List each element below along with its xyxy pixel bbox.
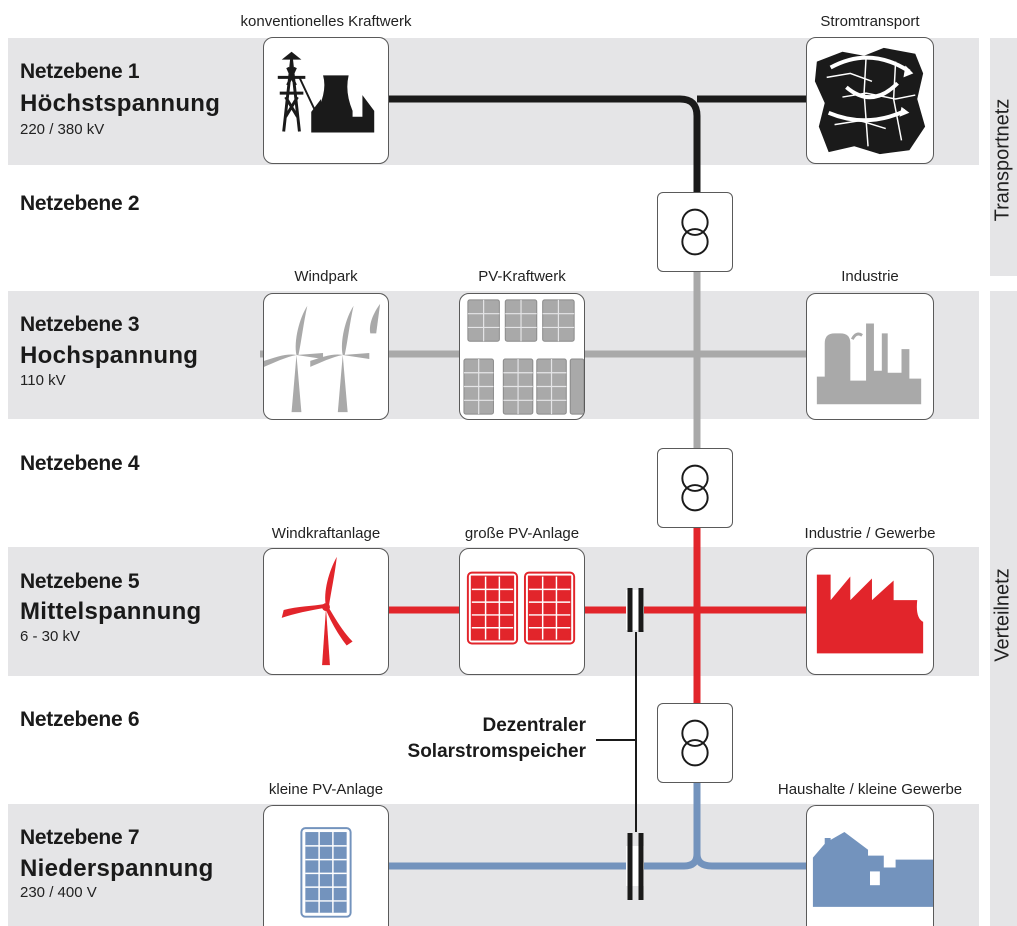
solar-panel-icon <box>300 827 352 918</box>
storage-label-line1: Dezentraler <box>482 715 587 736</box>
caption-wind-park: Windpark <box>294 268 358 285</box>
storage-symbol-lv <box>626 833 644 900</box>
households-box <box>806 805 934 926</box>
solar-farm-icon <box>463 299 584 415</box>
transport-box <box>806 37 934 164</box>
power-plant-icon <box>277 51 375 133</box>
small-pv-box <box>263 805 389 926</box>
level-3-label: Netzebene 3 <box>20 313 140 336</box>
transformer-5-7 <box>657 703 733 783</box>
factory-icon <box>816 323 922 405</box>
power-plant-box <box>263 37 389 164</box>
level-5-range: 6 - 30 kV <box>20 628 81 645</box>
caption-small-pv: kleine PV-Anlage <box>268 781 384 798</box>
level-3-range: 110 kV <box>20 372 66 389</box>
transformer-3-5 <box>657 448 733 528</box>
caption-power-plant: konventionelles Kraftwerk <box>240 13 412 30</box>
side-bar-transport <box>990 38 1017 276</box>
level-5-voltage-name: Mittelspannung <box>20 598 202 625</box>
wind-park-icon <box>264 303 381 413</box>
caption-industry: Industrie <box>841 268 899 285</box>
caption-industry-commerce: Industrie / Gewerbe <box>804 525 936 542</box>
level-6-label: Netzebene 6 <box>20 708 140 731</box>
level-1-range: 220 / 380 kV <box>20 121 105 138</box>
level-7-voltage-name: Niederspannung <box>20 855 214 882</box>
storage-symbol-mv <box>626 588 644 632</box>
storage-label-line2: Solarstromspeicher <box>407 741 586 762</box>
side-bar-distribution <box>990 291 1017 926</box>
caption-households: Haushalte / kleine Gewerbe <box>777 781 963 798</box>
wind-turbine-box <box>263 548 389 675</box>
line-level-7 <box>388 776 701 870</box>
transformer-icon <box>681 719 709 767</box>
industry-commerce-box <box>806 548 934 675</box>
transformer-1-3 <box>657 192 733 272</box>
level-1-voltage-name: Höchstspannung <box>20 90 221 117</box>
wind-park-box <box>263 293 389 420</box>
wind-turbine-icon <box>281 556 353 666</box>
storage-pointer <box>596 632 637 832</box>
level-4-label: Netzebene 4 <box>20 452 140 475</box>
transformer-icon <box>681 464 709 512</box>
level-5-label: Netzebene 5 <box>20 570 140 593</box>
factory-icon-red <box>816 574 924 654</box>
transformer-icon <box>681 208 709 256</box>
level-7-label: Netzebene 7 <box>20 826 140 849</box>
pv-plant-box <box>459 293 585 420</box>
solar-array-icon <box>466 571 576 645</box>
map-icon <box>814 47 926 155</box>
line-level-1 <box>385 95 701 194</box>
caption-wind-turbine: Windkraftanlage <box>271 525 381 542</box>
level-2-label: Netzebene 2 <box>20 192 140 215</box>
caption-pv-plant: PV-Kraftwerk <box>478 268 566 285</box>
caption-transport: Stromtransport <box>820 13 920 30</box>
storage-label: Dezentraler Solarstromspeicher <box>408 713 586 765</box>
level-1-label: Netzebene 1 <box>20 60 140 83</box>
industry-box <box>806 293 934 420</box>
large-pv-box <box>459 548 585 675</box>
level-7-range: 230 / 400 V <box>20 884 97 901</box>
caption-large-pv: große PV-Anlage <box>464 525 580 542</box>
house-icon <box>812 832 933 907</box>
level-3-voltage-name: Hochspannung <box>20 342 199 369</box>
